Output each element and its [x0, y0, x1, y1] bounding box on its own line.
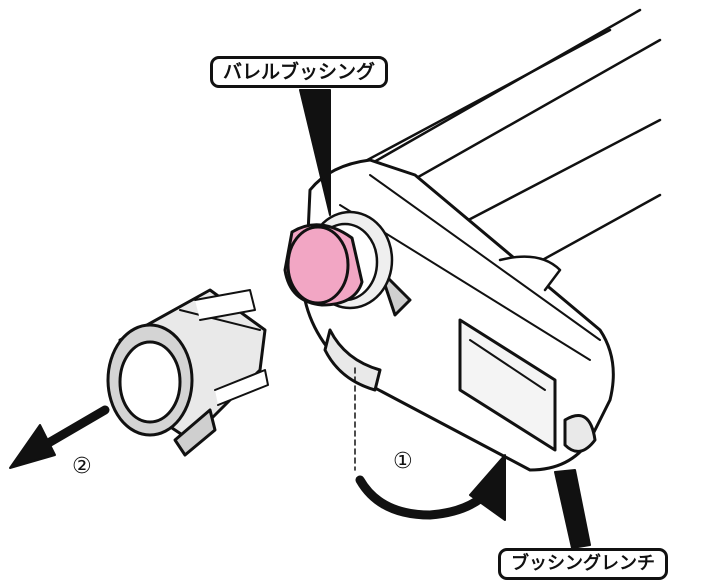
callout-pointer-top	[299, 89, 331, 216]
barrel-bushing-label: バレルブッシング	[210, 56, 389, 88]
step1-arrow	[355, 454, 506, 521]
bushing-wrench-label: ブッシングレンチ	[498, 548, 668, 580]
step2-arrow	[9, 405, 110, 469]
step2-number: ②	[72, 454, 92, 479]
slide-front	[303, 158, 615, 472]
bushing-wrench-part	[106, 288, 269, 457]
barrel-bushing-part	[283, 223, 364, 307]
step1-number: ①	[393, 449, 413, 474]
callout-pointer-bottom	[554, 469, 591, 549]
